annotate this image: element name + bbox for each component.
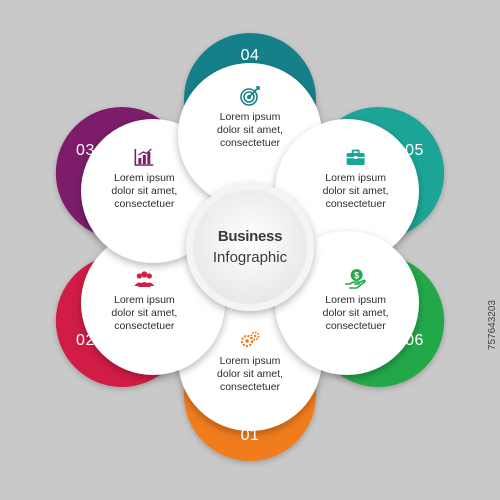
step-text-line: dolor sit amet, xyxy=(111,307,178,319)
step-text-line: consectetuer xyxy=(114,198,175,210)
step-petal-05 xyxy=(274,119,419,263)
watermark-id: 757643203 xyxy=(487,300,498,351)
step-text-line: dolor sit amet, xyxy=(217,368,283,380)
step-number-05: 05 xyxy=(405,142,424,159)
step-number-06: 06 xyxy=(405,332,424,349)
step-text-line: Lorem ipsum xyxy=(113,294,175,306)
step-number-02: 02 xyxy=(76,332,95,349)
money-hand-icon: $ xyxy=(344,269,366,289)
svg-text:$: $ xyxy=(354,271,359,281)
step-text-line: consectetuer xyxy=(325,320,386,332)
step-number-03: 03 xyxy=(76,142,95,159)
center-subtitle: Infographic xyxy=(212,249,288,266)
step-text-line: Lorem ipsum xyxy=(219,355,281,367)
step-text-line: dolor sit amet, xyxy=(322,307,389,319)
step-text-line: Lorem ipsum xyxy=(219,111,281,123)
briefcase-icon xyxy=(346,149,365,165)
people-icon xyxy=(134,271,155,287)
gears-icon xyxy=(240,331,260,348)
step-text-line: dolor sit amet, xyxy=(322,185,389,197)
step-text-line: Lorem ipsum xyxy=(325,172,386,184)
step-text-line: consectetuer xyxy=(325,198,386,210)
step-text-line: consectetuer xyxy=(219,381,281,393)
step-text-line: Lorem ipsum xyxy=(325,294,386,306)
step-text-line: consectetuer xyxy=(114,320,175,332)
step-text-line: consectetuer xyxy=(219,137,281,149)
center-title: Business xyxy=(217,228,283,245)
step-petal-06 xyxy=(274,231,419,375)
step-number-01: 01 xyxy=(240,427,260,444)
step-petal-02 xyxy=(81,231,226,375)
step-text-line: Lorem ipsum xyxy=(113,172,175,184)
center-circle xyxy=(186,183,314,311)
step-text-line: dolor sit amet, xyxy=(217,124,283,136)
bar-chart-icon xyxy=(134,148,154,166)
step-text-line: dolor sit amet, xyxy=(111,185,178,197)
step-number-04: 04 xyxy=(240,47,260,64)
target-icon xyxy=(240,86,260,106)
